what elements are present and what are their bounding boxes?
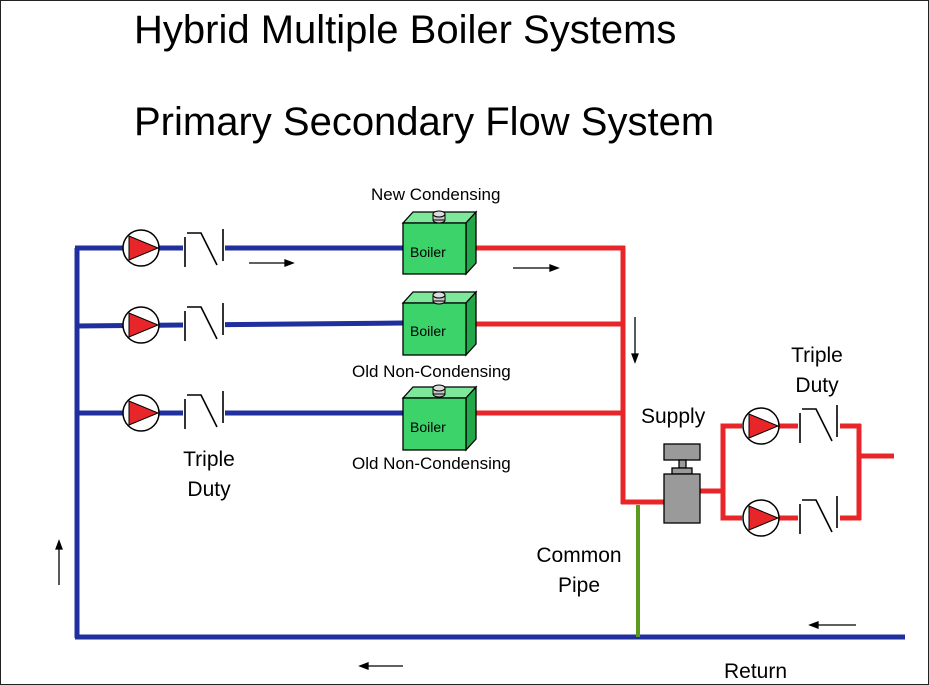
flow-arrow-right-icon bbox=[513, 264, 560, 272]
new-condensing-label: New Condensing bbox=[371, 185, 501, 204]
flow-arrow-down-icon bbox=[631, 317, 639, 364]
boiler-1-new-condensing: Boiler bbox=[401, 210, 478, 276]
common-pipe-label: Common Pipe bbox=[525, 541, 633, 601]
secondary-pump-2-icon bbox=[742, 499, 780, 537]
title-line-2: Primary Secondary Flow System bbox=[134, 100, 715, 144]
triple-duty-valve-2-icon bbox=[183, 303, 225, 341]
boiler-1-label: Boiler bbox=[410, 244, 446, 260]
common-pipe-line-2: Pipe bbox=[557, 574, 601, 597]
old-non-condensing-label-1: Old Non-Condensing bbox=[352, 362, 511, 381]
return-label: Return bbox=[724, 660, 788, 683]
pump-3-icon bbox=[122, 394, 160, 432]
secondary-pump-1-icon bbox=[742, 407, 780, 445]
triple-duty-right-line-1: Triple bbox=[791, 344, 843, 367]
secondary-manifold-pipe bbox=[720, 423, 742, 521]
flow-arrow-left-icon bbox=[808, 621, 856, 629]
boiler-3-old-non-condensing: Boiler bbox=[401, 384, 478, 452]
supply-piping bbox=[476, 245, 894, 521]
boiler-3-label: Boiler bbox=[410, 419, 446, 435]
triple-duty-left-line-2: Duty bbox=[187, 478, 231, 501]
boiler-2-old-non-condensing: Boiler bbox=[401, 290, 478, 357]
pump-2-icon bbox=[122, 306, 160, 344]
air-separator-icon bbox=[663, 443, 701, 524]
supply-label: Supply bbox=[641, 405, 706, 428]
triple-duty-left-line-1: Triple bbox=[183, 448, 235, 471]
secondary-triple-duty-valve-2-icon bbox=[798, 496, 840, 534]
flow-arrow-up-icon bbox=[55, 539, 63, 585]
flow-arrow-right-icon bbox=[249, 259, 295, 267]
triple-duty-valve-1-icon bbox=[183, 229, 225, 267]
triple-duty-label-right: Triple Duty bbox=[781, 341, 853, 401]
triple-duty-label-left: Triple Duty bbox=[173, 445, 245, 505]
title-line-1: Hybrid Multiple Boiler Systems bbox=[134, 8, 677, 52]
pump-1-icon bbox=[122, 229, 160, 267]
flow-arrow-left-icon bbox=[358, 662, 403, 670]
common-pipe-line-1: Common bbox=[536, 544, 622, 567]
old-non-condensing-label-2: Old Non-Condensing bbox=[352, 454, 511, 473]
boiler-2-label: Boiler bbox=[410, 323, 446, 339]
triple-duty-right-line-2: Duty bbox=[795, 374, 839, 397]
secondary-triple-duty-valve-1-icon bbox=[798, 405, 840, 443]
triple-duty-valve-3-icon bbox=[183, 391, 225, 429]
flow-arrows bbox=[55, 259, 856, 670]
